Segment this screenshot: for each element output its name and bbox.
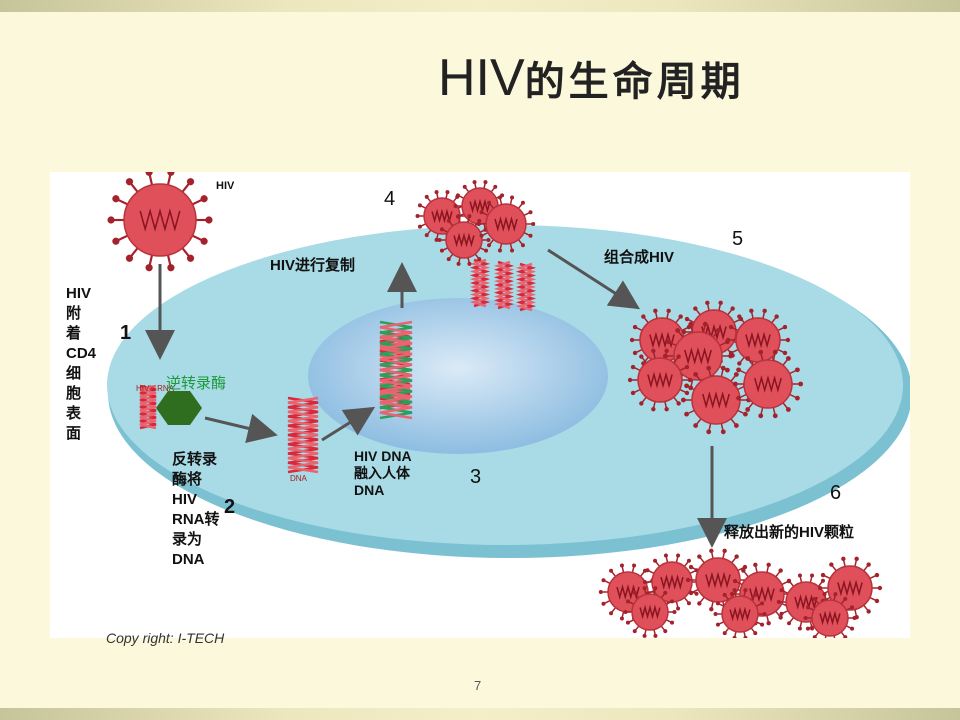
replicated-strand-2: [493, 260, 515, 310]
release-label: 释放出新的HIV颗粒: [724, 524, 855, 541]
step-number-3: 3: [470, 466, 482, 488]
virus-particles: [107, 172, 883, 638]
virion-released-7: [623, 586, 677, 638]
hiv-virus-attaching: [107, 172, 213, 272]
hiv-dna-strand: [287, 396, 319, 474]
virion-released-2: [642, 553, 702, 611]
page-number: 7: [474, 678, 482, 693]
virion-assembled-5: [627, 348, 693, 412]
slide-title: HIV的生命周期: [438, 48, 745, 108]
step-number-5: 5: [732, 228, 744, 250]
hiv-virus-label: HIV: [216, 180, 235, 192]
diagram-graphics: [107, 172, 910, 638]
copyright-note: Copy right: I-TECH: [106, 630, 225, 646]
integrate-label-line1: HIV DNA: [354, 448, 412, 464]
virion-released-6: [817, 556, 883, 620]
attach-label: HIV附着CD4细胞表面: [66, 285, 97, 442]
hiv-rna-tiny-label: HIV's RNA: [136, 384, 174, 393]
step-number-4: 4: [384, 188, 396, 210]
hiv-rna-strand: [139, 384, 157, 430]
top-decorative-band: [0, 0, 960, 12]
virion-assembled-7: [732, 349, 804, 419]
virion-released-8: [713, 588, 767, 638]
replicated-strand-1: [469, 258, 491, 308]
virion-forming-3: [437, 214, 491, 266]
integrated-dna-strand-green: [379, 320, 413, 420]
nucleus: [308, 298, 608, 454]
reverse-transcription-label: 反转录酶将HIV RNA转录为DNA: [172, 451, 220, 568]
enzyme-label: 逆转录酶: [166, 374, 227, 392]
arrow-to-dna: [204, 413, 278, 444]
title-latin: HIV: [438, 49, 525, 107]
arrow-to-nucleus: [321, 406, 376, 442]
virion-forming-4: [476, 195, 536, 253]
step-number-1: 1: [120, 322, 132, 344]
step-number-6: 6: [830, 482, 842, 504]
replicate-label: HIV进行复制: [270, 257, 356, 274]
arrows: [145, 248, 727, 548]
assemble-label: 组合成HIV: [604, 249, 675, 266]
hiv-lifecycle-diagram: HIV's RNA DNA: [50, 172, 910, 638]
nucleic-acid-strands: [139, 258, 537, 474]
arrow-assemble: [547, 248, 641, 310]
integrate-label-line3: DNA: [354, 482, 385, 498]
step-number-2: 2: [224, 496, 236, 518]
integrate-label-line2: 融入人体: [354, 465, 410, 481]
title-cjk: 的生命周期: [524, 59, 745, 105]
reverse-transcriptase-enzyme: [156, 391, 202, 425]
replicated-strand-3: [515, 262, 537, 312]
dna-tiny-label: DNA: [290, 474, 307, 483]
virion-released-9: [803, 592, 857, 638]
bottom-decorative-band: [0, 708, 960, 720]
